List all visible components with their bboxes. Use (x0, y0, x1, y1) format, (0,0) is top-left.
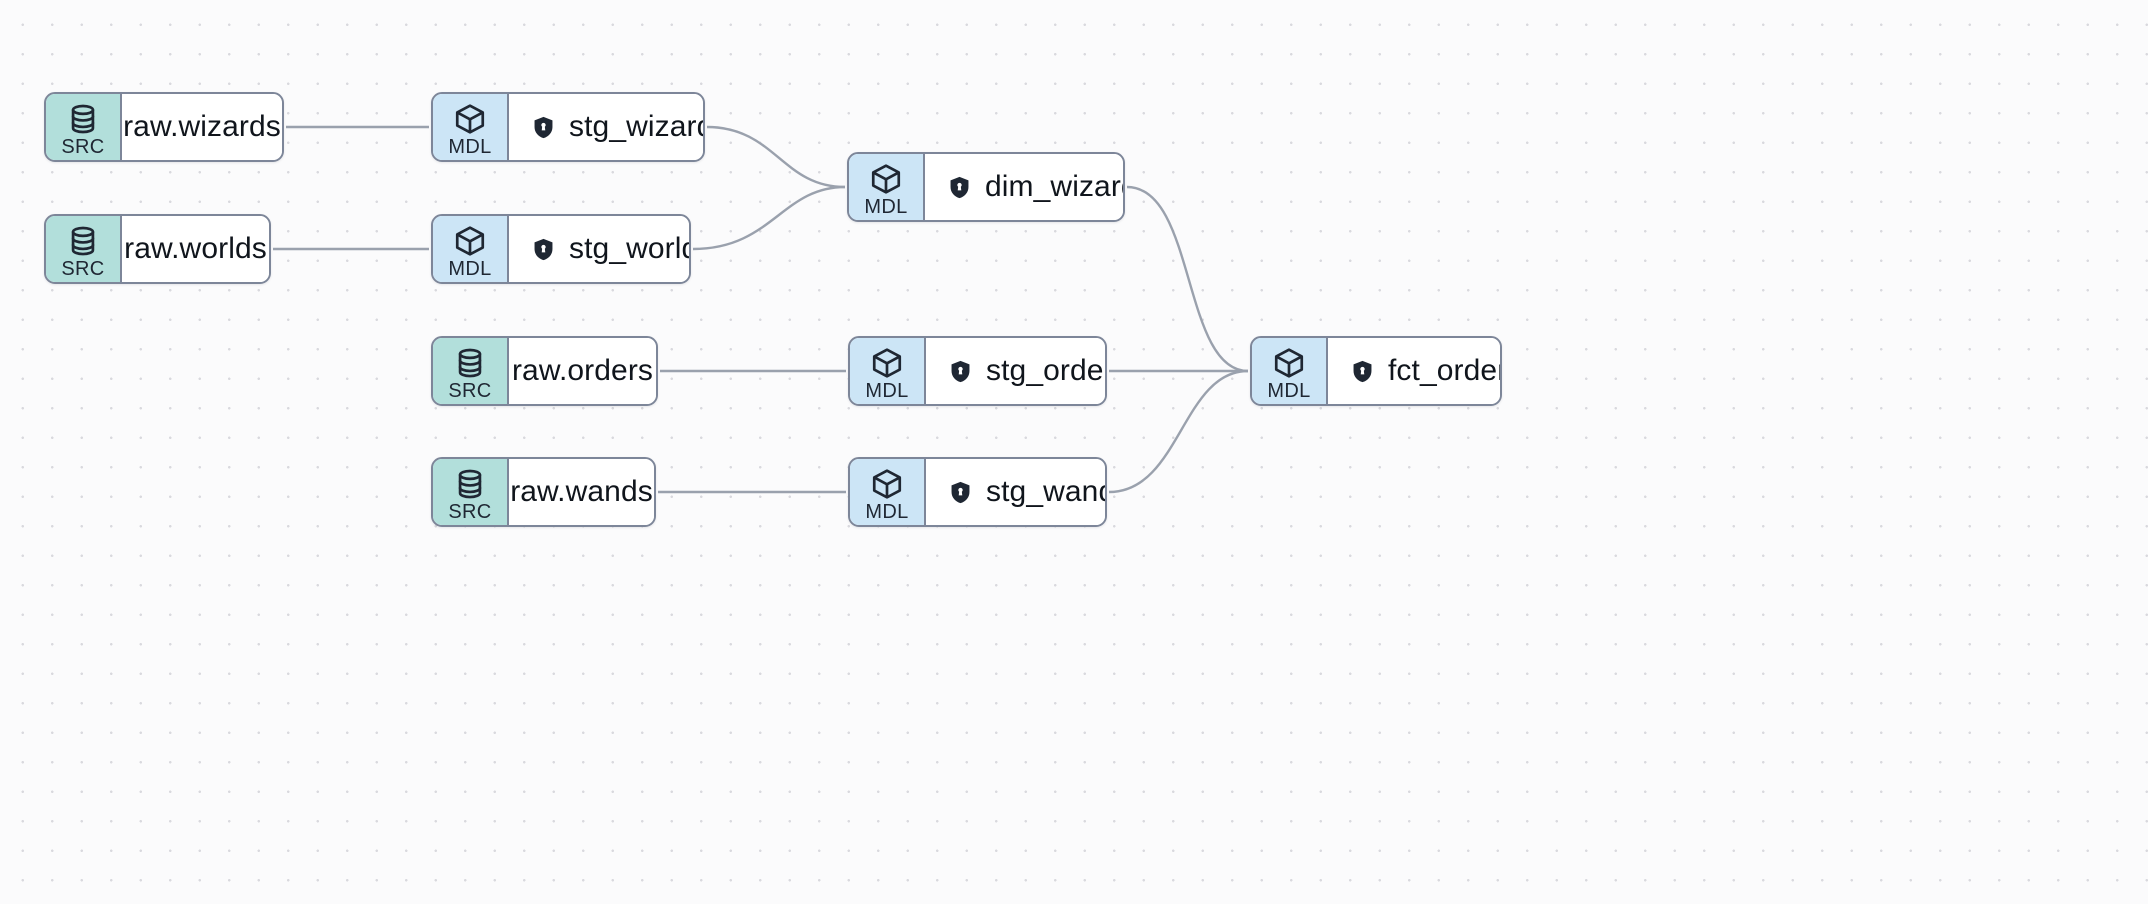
node-label: raw.wizards (123, 110, 281, 143)
shield-lock-icon (531, 115, 556, 140)
badge-label: SRC (448, 500, 492, 523)
node-raw_orders[interactable]: SRC raw.orders (431, 336, 658, 406)
node-raw_worlds[interactable]: SRC raw.worlds (44, 214, 271, 284)
cube-icon (1272, 346, 1306, 380)
shield-lock-icon (947, 175, 972, 200)
database-icon (453, 467, 487, 501)
database-icon (66, 102, 100, 136)
source-badge: SRC (433, 459, 509, 525)
node-body: dim_wizards (925, 154, 1123, 220)
node-label: fct_orders (1388, 354, 1500, 387)
node-label: raw.wands (510, 475, 653, 508)
node-label: stg_orders (986, 354, 1105, 387)
node-stg_wizards[interactable]: MDL stg_wizards (431, 92, 705, 162)
node-raw_wands[interactable]: SRC raw.wands (431, 457, 656, 527)
shield-lock-icon (948, 480, 973, 505)
model-badge: MDL (1252, 338, 1328, 404)
node-fct_orders[interactable]: MDL fct_orders (1250, 336, 1502, 406)
source-badge: SRC (46, 216, 122, 282)
source-badge: SRC (433, 338, 509, 404)
node-label: stg_worlds (569, 232, 689, 265)
cube-icon (453, 224, 487, 258)
badge-label: MDL (448, 135, 492, 158)
database-icon (453, 346, 487, 380)
source-badge: SRC (46, 94, 122, 160)
node-label: stg_wands (986, 475, 1105, 508)
node-body: stg_wizards (509, 94, 703, 160)
shield-lock-icon (948, 359, 973, 384)
node-dim_wizards[interactable]: MDL dim_wizards (847, 152, 1125, 222)
lineage-edge[interactable] (692, 185, 846, 251)
model-badge: MDL (850, 459, 926, 525)
cube-icon (453, 102, 487, 136)
model-badge: MDL (433, 94, 509, 160)
node-body: stg_orders (926, 338, 1105, 404)
cube-icon (869, 162, 903, 196)
model-badge: MDL (850, 338, 926, 404)
node-body: raw.wands (509, 459, 654, 525)
cube-icon (870, 467, 904, 501)
node-label: dim_wizards (985, 170, 1123, 203)
model-badge: MDL (433, 216, 509, 282)
node-body: raw.orders (509, 338, 656, 404)
lineage-edge[interactable] (706, 125, 846, 189)
badge-label: MDL (1267, 379, 1311, 402)
badge-label: SRC (61, 135, 105, 158)
lineage-edge[interactable] (1108, 369, 1249, 494)
node-body: stg_wands (926, 459, 1105, 525)
badge-label: MDL (865, 379, 909, 402)
node-label: stg_wizards (569, 110, 703, 143)
node-body: raw.wizards (122, 94, 282, 160)
badge-label: MDL (865, 500, 909, 523)
node-label: raw.orders (511, 354, 654, 387)
badge-label: SRC (448, 379, 492, 402)
lineage-edge[interactable] (1126, 185, 1249, 373)
node-stg_worlds[interactable]: MDL stg_worlds (431, 214, 691, 284)
node-label: raw.worlds (124, 232, 267, 265)
node-stg_orders[interactable]: MDL stg_orders (848, 336, 1107, 406)
node-body: raw.worlds (122, 216, 269, 282)
database-icon (66, 224, 100, 258)
cube-icon (870, 346, 904, 380)
shield-lock-icon (1350, 359, 1375, 384)
badge-label: MDL (448, 257, 492, 280)
node-body: fct_orders (1328, 338, 1500, 404)
badge-label: MDL (864, 195, 908, 218)
node-body: stg_worlds (509, 216, 689, 282)
shield-lock-icon (531, 237, 556, 262)
node-raw_wizards[interactable]: SRC raw.wizards (44, 92, 284, 162)
model-badge: MDL (849, 154, 925, 220)
badge-label: SRC (61, 257, 105, 280)
node-stg_wands[interactable]: MDL stg_wands (848, 457, 1107, 527)
